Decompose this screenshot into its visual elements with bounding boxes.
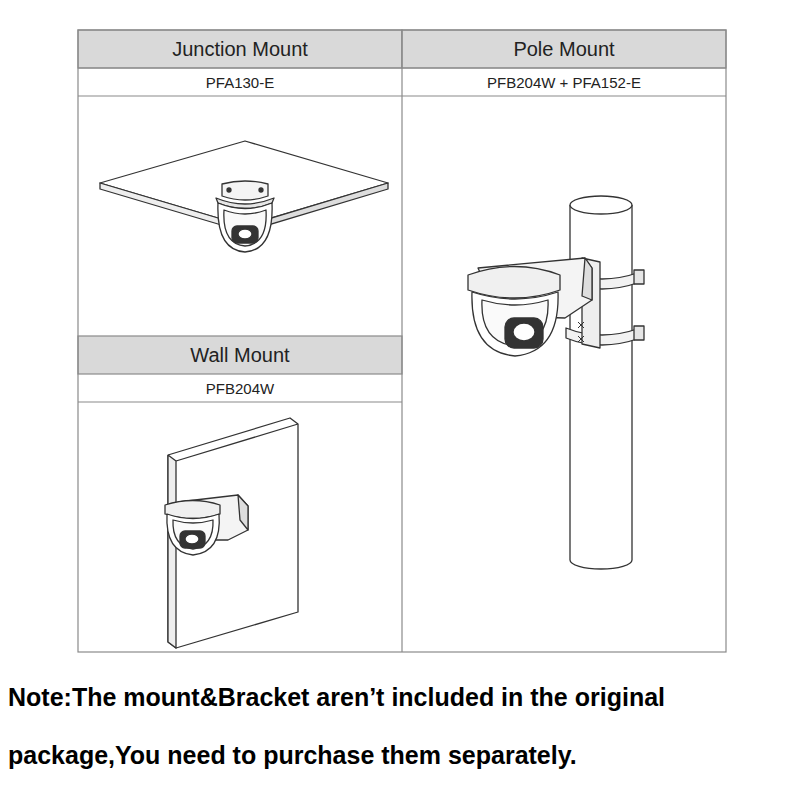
- note-text: Note:The mount&Bracket aren’t included i…: [8, 668, 794, 788]
- header-cell: Pole Mount: [402, 30, 726, 68]
- note-text-text: Note:The mount&Bracket aren’t included i…: [8, 668, 794, 784]
- header-cell-text: Wall Mount: [190, 344, 289, 367]
- model-cell-text: PFB204W + PFA152-E: [487, 74, 641, 91]
- header-cell: Junction Mount: [78, 30, 402, 68]
- model-cell: PFB204W: [78, 374, 402, 402]
- header-cell-text: Junction Mount: [172, 38, 308, 61]
- header-cell-text: Pole Mount: [513, 38, 614, 61]
- model-cell: PFB204W + PFA152-E: [402, 68, 726, 96]
- header-cell: Wall Mount: [78, 336, 402, 374]
- model-cell-text: PFB204W: [206, 380, 274, 397]
- model-cell-text: PFA130-E: [206, 74, 274, 91]
- model-cell: PFA130-E: [78, 68, 402, 96]
